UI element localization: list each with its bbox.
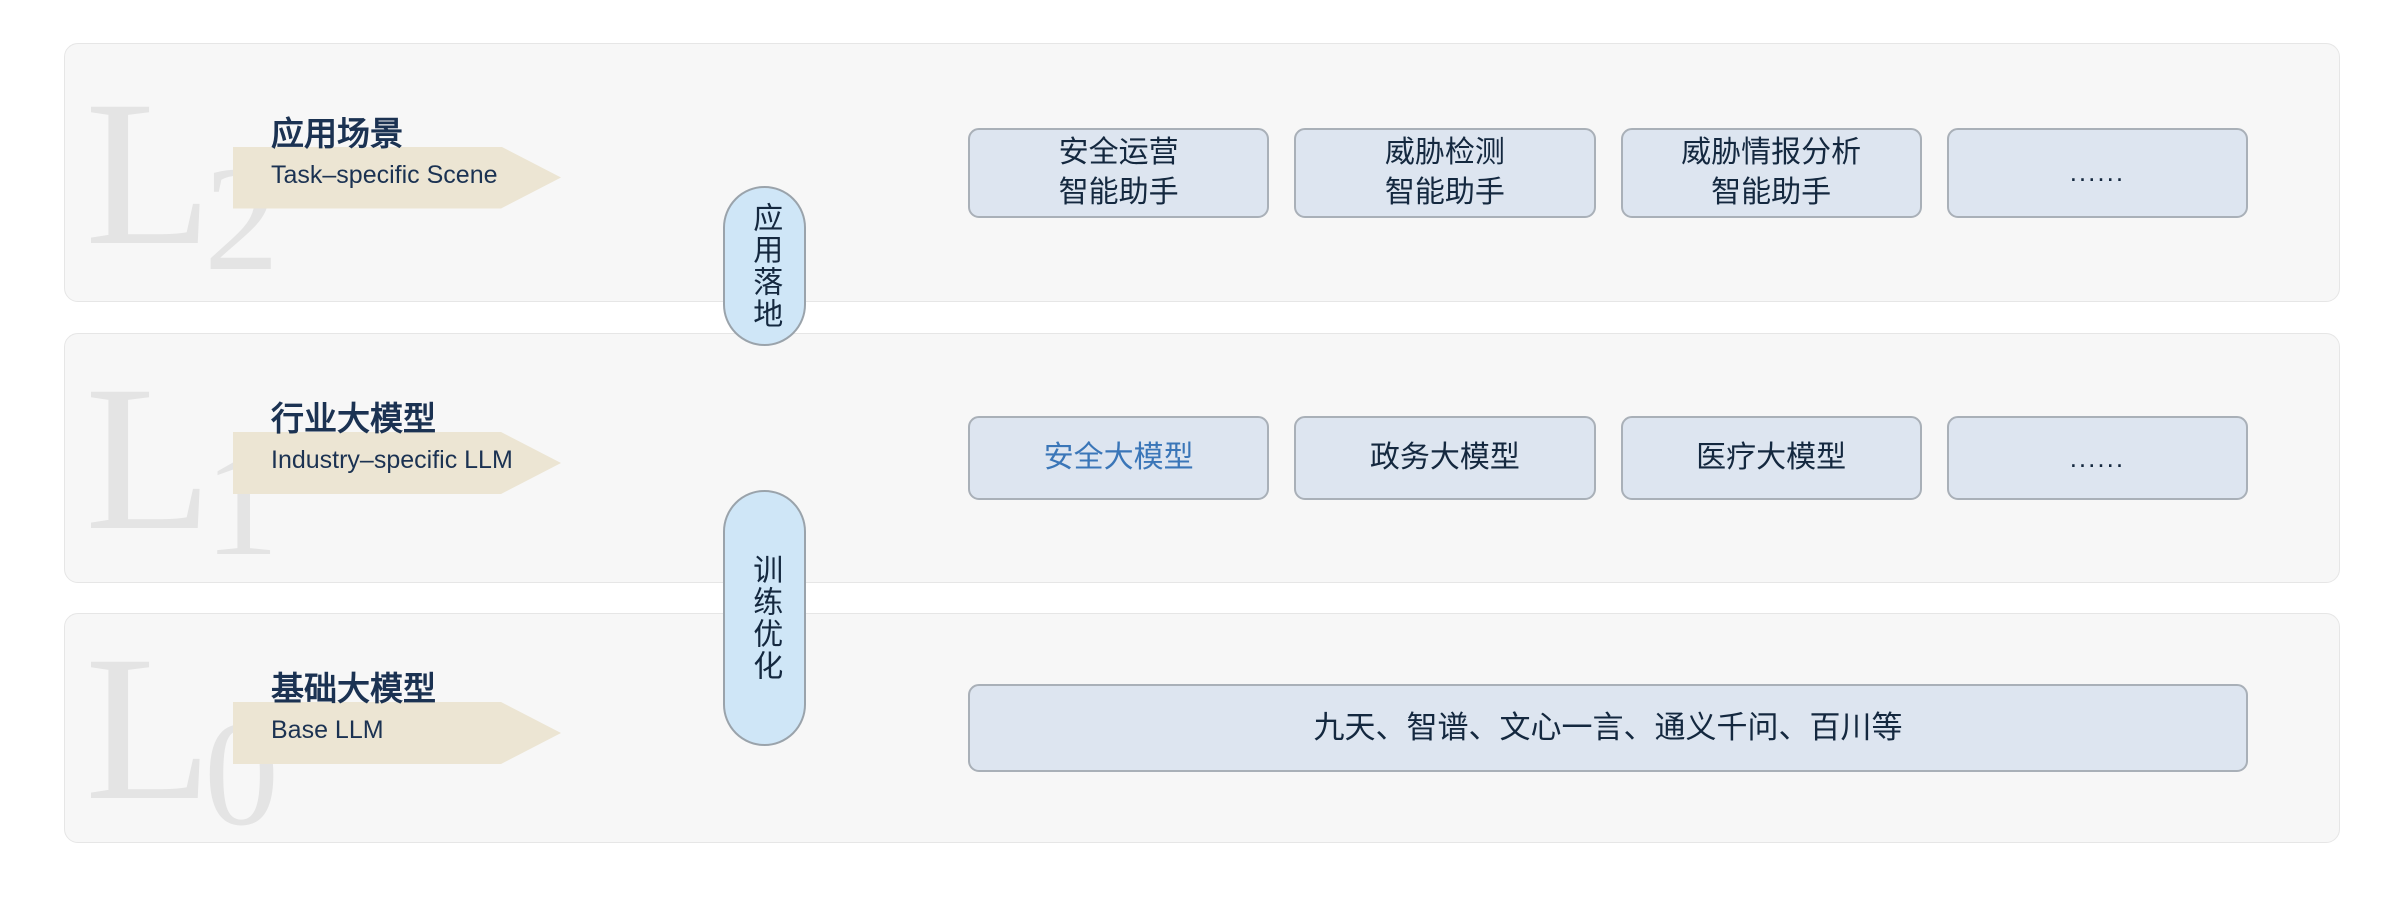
card-l2-more[interactable]: ...... — [1946, 127, 2248, 218]
title-block-l0: 基础大模型 Base LLM — [233, 668, 633, 788]
title-text-l2: 应用场景 Task–specific Scene — [271, 113, 651, 192]
card-l1-2[interactable]: 医疗大模型 — [1620, 416, 1922, 500]
title-block-l2: 应用场景 Task–specific Scene — [233, 113, 633, 233]
card-l1-more[interactable]: ...... — [1946, 416, 2248, 500]
layer-title-cn: 行业大模型 — [271, 400, 436, 437]
card-l1-0[interactable]: 安全大模型 — [968, 416, 1270, 500]
layer-title-en: Task–specific Scene — [271, 160, 498, 189]
arrow-banner-icon — [233, 702, 561, 764]
title-block-l1: 行业大模型 Industry–specific LLM — [233, 398, 633, 518]
card-l2-2[interactable]: 威胁情报分析 智能助手 — [1620, 127, 1922, 218]
layer-title-en: Base LLM — [271, 716, 384, 745]
layer-title-cn: 应用场景 — [271, 114, 403, 152]
connector-label: 训练优化 — [748, 554, 782, 682]
card-l1-1[interactable]: 政务大模型 — [1294, 416, 1596, 500]
watermark-letter: L — [85, 613, 212, 843]
arrow-banner-icon — [233, 146, 561, 209]
title-text-l0: 基础大模型 Base LLM — [271, 668, 651, 747]
layer-panel-l2: L2 应用场景 Task–specific Scene 安全运营 智能助手 威胁… — [64, 43, 2340, 302]
card-l0-0[interactable]: 九天、智谱、文心一言、通义千问、百川等 — [968, 684, 2248, 772]
layer-panel-l0: L0 基础大模型 Base LLM 九天、智谱、文心一言、通义千问、百川等 — [64, 613, 2340, 843]
card-row-l2: 安全运营 智能助手 威胁检测 智能助手 威胁情报分析 智能助手 ...... — [968, 127, 2248, 218]
layer-panel-l1: L1 行业大模型 Industry–specific LLM 安全大模型 政务大… — [64, 333, 2340, 583]
connector-pill-train[interactable]: 训练优化 — [723, 490, 806, 746]
card-l2-1[interactable]: 威胁检测 智能助手 — [1294, 127, 1596, 218]
card-l2-0[interactable]: 安全运营 智能助手 — [968, 127, 1270, 218]
card-row-l1: 安全大模型 政务大模型 医疗大模型 ...... — [968, 416, 2248, 500]
watermark-letter: L — [85, 343, 212, 573]
layer-title-cn: 基础大模型 — [271, 670, 436, 707]
title-text-l1: 行业大模型 Industry–specific LLM — [271, 398, 651, 477]
arrow-banner-icon — [233, 432, 561, 494]
watermark-letter: L — [85, 57, 212, 288]
card-row-l0: 九天、智谱、文心一言、通义千问、百川等 — [968, 684, 2248, 772]
connector-pill-apply[interactable]: 应用落地 — [723, 186, 806, 346]
connector-label: 应用落地 — [748, 202, 782, 330]
layer-title-en: Industry–specific LLM — [271, 446, 513, 475]
